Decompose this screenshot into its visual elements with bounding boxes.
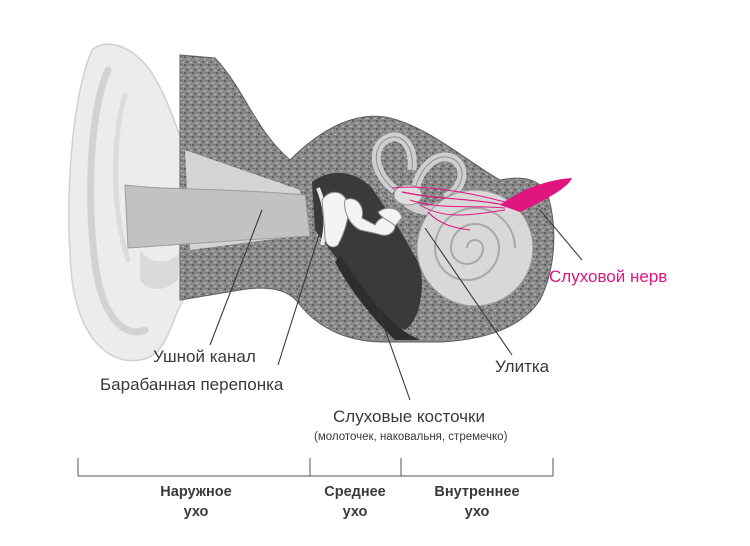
label-ossicles: Слуховые косточки	[333, 407, 485, 426]
auditory-nerve	[391, 178, 572, 231]
ear-canal-leader	[209, 209, 263, 346]
label-cochlea: Улитка	[495, 357, 550, 376]
label-ear-canal: Ушной канал	[153, 347, 256, 366]
label-auditory-nerve: Слуховой нерв	[549, 267, 667, 286]
ear-canal	[124, 184, 311, 249]
nerve-leader	[539, 209, 583, 261]
semicircular-canals-outline	[375, 136, 463, 199]
label-eardrum: Барабанная перепонка	[100, 375, 284, 394]
section-inner-line2: ухо	[465, 504, 490, 520]
eustachian-tube	[335, 255, 420, 340]
section-middle-line1: Среднее	[324, 484, 385, 500]
section-middle-line2: ухо	[343, 504, 368, 520]
eardrum-leader	[277, 231, 321, 366]
label-ossicles-detail: (молоточек, наковальня, стремечко)	[314, 431, 508, 443]
section-outer-line1: Наружное	[160, 484, 231, 500]
ossicles	[321, 191, 403, 248]
cochlea-leader	[424, 227, 513, 356]
cochlea	[416, 189, 534, 307]
section-inner-line1: Внутреннее	[434, 484, 519, 500]
ossicles-leader	[347, 224, 411, 401]
section-outer-line2: ухо	[184, 504, 209, 520]
section-bracket	[77, 458, 554, 477]
